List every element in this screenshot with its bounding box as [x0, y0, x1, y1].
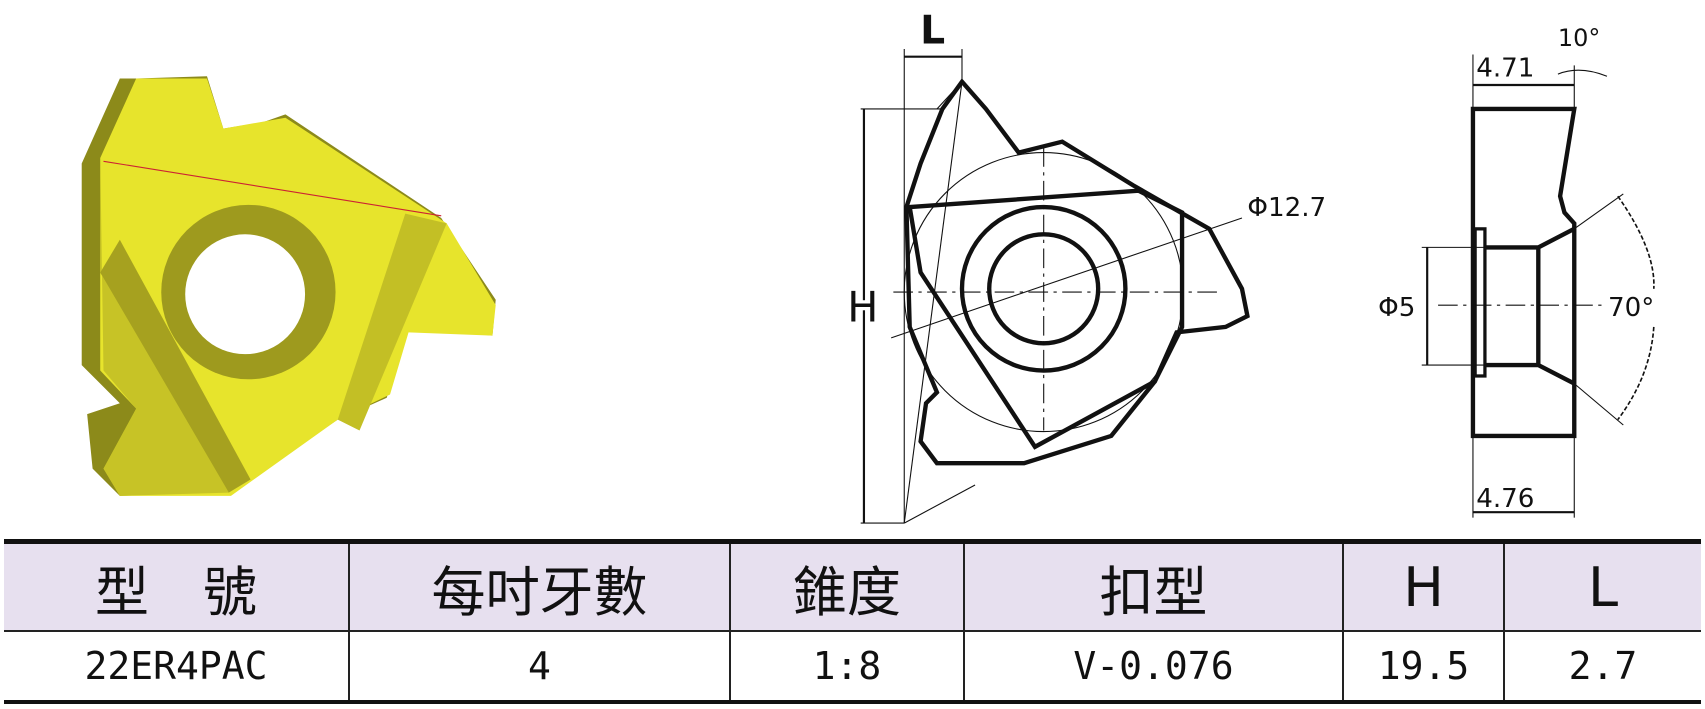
label-thickness-bottom: 4.76: [1476, 484, 1534, 514]
side-view: [1421, 54, 1655, 518]
cell-thread-type: V-0.076: [963, 630, 1344, 703]
insert-3d-render: [81, 76, 496, 496]
header-taper: 錐度: [729, 540, 965, 632]
cell-l: 2.7: [1503, 630, 1701, 703]
front-view: [860, 49, 1250, 524]
header-h: H: [1342, 540, 1505, 632]
header-thread-type: 扣型: [963, 540, 1344, 632]
cell-h: 19.5: [1342, 630, 1505, 703]
label-L: L: [920, 9, 945, 54]
header-tpi: 每吋牙數: [348, 540, 731, 632]
label-phi-outer: Φ12.7: [1247, 193, 1326, 223]
cell-tpi: 4: [348, 630, 731, 703]
cell-taper: 1:8: [729, 630, 965, 703]
label-phi-hole: Φ5: [1378, 293, 1415, 323]
technical-drawing: L H Φ12.7 4.71 10° 4.76 Φ5 70°: [81, 9, 1655, 524]
label-thickness-top: 4.71: [1476, 53, 1534, 83]
table-header-row: 型 號 每吋牙數 錐度 扣型 H L: [4, 540, 1701, 632]
table-row: 22ER4PAC 4 1:8 V-0.076 19.5 2.7: [4, 630, 1701, 703]
label-H: H: [847, 283, 878, 331]
label-angle-countersink: 70°: [1608, 293, 1654, 323]
label-angle-top: 10°: [1558, 24, 1600, 52]
cell-model: 22ER4PAC: [4, 630, 350, 703]
header-model: 型 號: [4, 540, 350, 632]
header-l: L: [1503, 540, 1701, 632]
spec-table: 型 號 每吋牙數 錐度 扣型 H L 22ER4PAC 4 1:8 V-0.07…: [4, 539, 1701, 704]
